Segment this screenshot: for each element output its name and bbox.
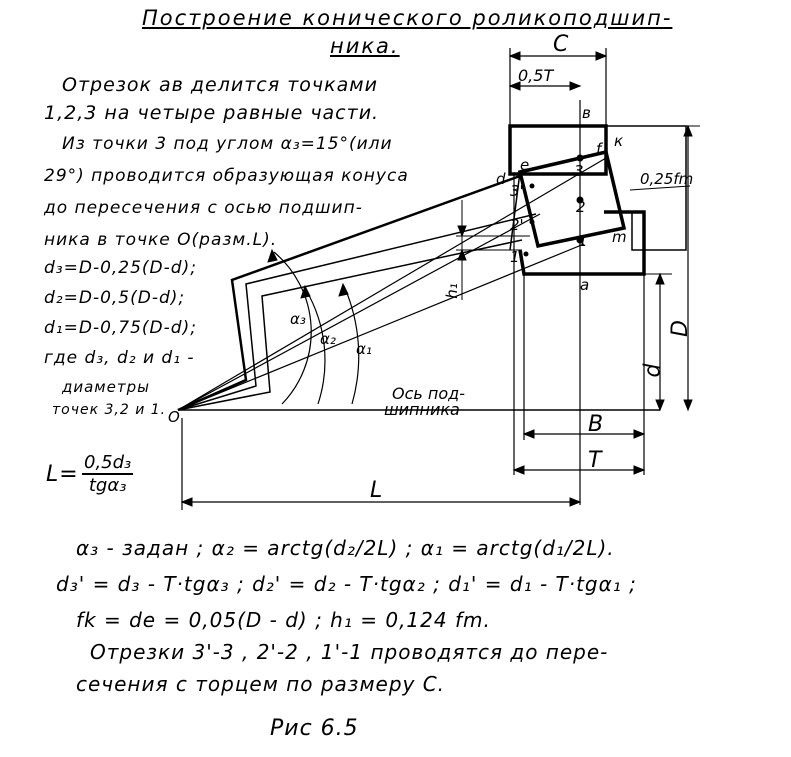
formula-line-2: d₃' = d₃ - T·tgα₃ ; d₂' = d₂ - T·tgα₂ ; … [56, 572, 637, 596]
desc-line-5: до пересечения с осью подшип- [44, 198, 363, 218]
title-line-2: ника. [330, 34, 400, 58]
label-O: O [168, 408, 180, 426]
formula-line-4: Отрезки 3'-3 , 2'-2 , 1'-1 проводятся до… [90, 640, 609, 664]
desc-line-7: d₃=D-0,25(D-d); [44, 258, 197, 278]
label-2: 2 [576, 198, 586, 216]
desc-line-2: 1,2,3 на четыре равные части. [44, 102, 380, 124]
l-formula-denominator: tgα₃ [88, 475, 127, 496]
desc-line-4: 29°) проводится образующая конуса [44, 166, 409, 186]
label-axis-2: шипника [384, 400, 460, 419]
label-half-T: 0,5T [518, 66, 554, 85]
label-B: B [588, 412, 604, 437]
desc-line-9: d₁=D-0,75(D-d); [44, 318, 197, 338]
outer-ring-section [508, 124, 608, 176]
formula-line-3: fk = de = 0,05(D - d) ; h₁ = 0,124 fm. [76, 608, 491, 632]
label-025fm: 0,25fm [640, 170, 694, 188]
label-a: a [580, 276, 590, 294]
label-T: T [588, 448, 602, 473]
desc-line-10: где d₃, d₂ и d₁ - [44, 348, 195, 368]
label-m: m [612, 228, 627, 246]
label-2-prime: 2' [510, 216, 524, 234]
label-alpha1: α₁ [356, 340, 372, 358]
label-f: f [596, 140, 602, 158]
label-d: d [640, 363, 666, 378]
l-formula-lhs: L= [46, 462, 79, 487]
desc-line-1: Отрезок ав делится точками [62, 74, 378, 96]
formula-line-1: α₃ - задан ; α₂ = arctg(d₂/2L) ; α₁ = ar… [76, 536, 615, 560]
label-e: e [520, 156, 530, 174]
desc-line-12: точек 3,2 и 1. [52, 402, 167, 418]
desc-line-3: Из точки 3 под углом α₃=15°(или [62, 134, 393, 154]
label-b: в [582, 104, 591, 122]
desc-line-6: ника в точке О(разм.L). [44, 230, 278, 250]
label-L: L [370, 478, 383, 503]
label-alpha3: α₃ [290, 310, 306, 328]
label-1: 1 [578, 232, 588, 250]
figure-caption: Рис 6.5 [270, 716, 359, 741]
label-3: 3 [574, 162, 584, 180]
label-C: C [553, 32, 569, 57]
l-formula-numerator: 0,5d₃ [82, 452, 134, 475]
label-axis-1: Ось под- [392, 384, 465, 403]
label-alpha2: α₂ [320, 330, 336, 348]
desc-line-8: d₂=D-0,5(D-d); [44, 288, 186, 308]
label-d-point: d [496, 170, 506, 188]
label-k: к [614, 132, 624, 150]
l-formula-fraction: 0,5d₃ tgα₃ [82, 452, 134, 496]
label-h1: h₁ [442, 283, 461, 299]
label-3-prime: 3' [510, 182, 524, 200]
label-1-prime: 1' [510, 248, 524, 266]
label-D: D [667, 320, 693, 337]
formula-line-5: сечения с торцем по размеру C. [76, 672, 446, 696]
title-line-1: Построение конического роликоподшип- [142, 6, 673, 30]
desc-line-11: диаметры [62, 378, 150, 396]
